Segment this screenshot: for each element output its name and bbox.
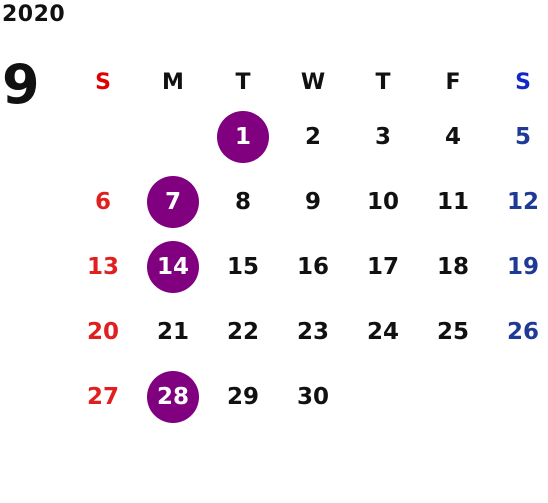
day-cell-highlighted[interactable]: 14	[147, 240, 199, 293]
day-cell[interactable]: 20	[86, 318, 119, 345]
day-cell[interactable]: 2	[304, 123, 321, 150]
day-cell[interactable]: 26	[506, 318, 539, 345]
day-cell[interactable]: 27	[86, 383, 119, 410]
weekday-header-friday: F	[445, 69, 461, 95]
day-cell-empty	[77, 111, 129, 163]
weekday-header-saturday: S	[515, 69, 531, 95]
day-cell[interactable]: 5	[514, 123, 531, 150]
day-cell-empty	[357, 371, 409, 423]
weekday-header-thursday: T	[375, 69, 391, 95]
day-cell[interactable]: 12	[506, 188, 539, 215]
day-cell[interactable]: 8	[234, 188, 251, 215]
day-cell[interactable]: 23	[296, 318, 329, 345]
day-cell[interactable]: 18	[436, 253, 469, 280]
day-cell[interactable]: 24	[366, 318, 399, 345]
day-cell[interactable]: 6	[94, 188, 111, 215]
day-cell[interactable]: 30	[296, 383, 329, 410]
day-cell[interactable]: 16	[296, 253, 329, 280]
day-cell[interactable]: 15	[226, 253, 259, 280]
day-cell[interactable]: 10	[366, 188, 399, 215]
day-cell[interactable]: 4	[444, 123, 461, 150]
day-cell-highlighted[interactable]: 28	[147, 370, 199, 423]
day-cell[interactable]: 13	[86, 253, 119, 280]
weekday-header-sunday: S	[95, 69, 111, 95]
weekday-header-monday: M	[162, 69, 184, 95]
day-cell-empty	[497, 371, 548, 423]
day-cell[interactable]: 9	[304, 188, 321, 215]
year-label: 2020	[2, 2, 66, 27]
day-cell[interactable]: 25	[436, 318, 469, 345]
calendar-grid: S M T W T F S 1 2 3 4 5 6 7 8 9 10 11 12…	[68, 60, 548, 429]
day-cell-highlighted[interactable]: 1	[217, 110, 269, 163]
day-cell[interactable]: 17	[366, 253, 399, 280]
day-cell[interactable]: 11	[436, 188, 469, 215]
day-cell[interactable]: 19	[506, 253, 539, 280]
day-cell[interactable]: 21	[156, 318, 189, 345]
day-cell[interactable]: 29	[226, 383, 259, 410]
weekday-header-wednesday: W	[300, 69, 326, 95]
day-cell[interactable]: 22	[226, 318, 259, 345]
weekday-header-tuesday: T	[235, 69, 251, 95]
day-cell[interactable]: 3	[374, 123, 391, 150]
month-number: 9	[2, 53, 40, 116]
day-cell-empty	[427, 371, 479, 423]
day-cell-empty	[147, 111, 199, 163]
day-cell-highlighted[interactable]: 7	[147, 175, 199, 228]
